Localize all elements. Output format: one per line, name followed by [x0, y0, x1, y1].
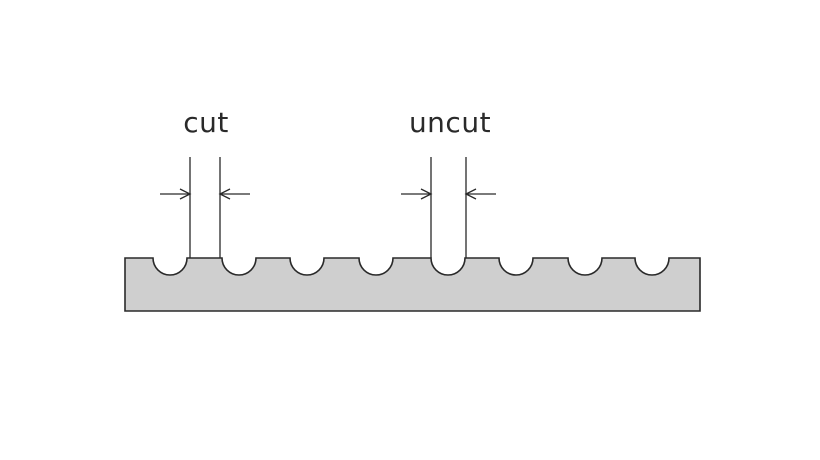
cut-label: cut — [183, 106, 229, 139]
grooved-strip — [124, 257, 701, 312]
uncut-arrow-right-head — [464, 188, 477, 200]
cut-arrow-right-head — [218, 188, 231, 200]
uncut-arrow-left-head — [420, 188, 433, 200]
uncut-label: uncut — [408, 106, 492, 139]
cut-arrow-left-head — [179, 188, 192, 200]
